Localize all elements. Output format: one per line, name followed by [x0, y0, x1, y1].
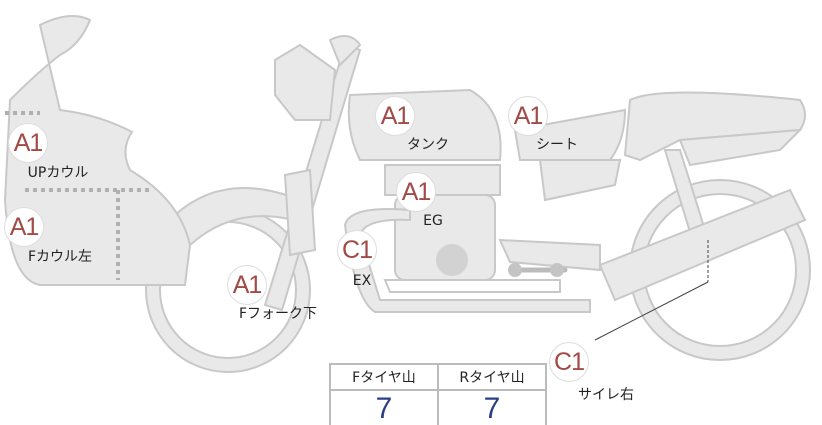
grade-badge-silencer-right: C1 — [549, 342, 589, 382]
muffler — [598, 188, 807, 302]
grade-badge-up-cowl: A1 — [8, 123, 48, 163]
part-label-exhaust: EX — [352, 273, 372, 289]
part-label-engine: EG — [423, 213, 443, 229]
part-label-f-cowl-left: Fカウル左 — [27, 249, 93, 265]
rear-tire-value: 7 — [437, 389, 547, 425]
rear-tire-header: Rタイヤ山 — [437, 363, 547, 391]
grade-badge-engine: A1 — [396, 172, 436, 212]
part-label-tank: タンク — [407, 137, 449, 153]
front-cowl — [3, 15, 192, 286]
part-label-seat: シート — [536, 137, 578, 153]
part-label-up-cowl: UPカウル — [27, 165, 89, 181]
grade-badge-f-cowl-left: A1 — [4, 207, 44, 247]
grade-badge-exhaust: C1 — [337, 230, 377, 270]
front-tire-value: 7 — [329, 389, 439, 425]
grade-badge-f-fork-lower: A1 — [227, 265, 267, 305]
tire-tread-table: Fタイヤ山 Rタイヤ山 7 7 — [329, 363, 547, 425]
front-tire-header: Fタイヤ山 — [329, 363, 439, 391]
part-label-silencer-right: サイレ右 — [578, 387, 634, 403]
part-label-f-fork-lower: Fフォーク下 — [238, 306, 318, 322]
grade-badge-seat: A1 — [508, 96, 548, 136]
grade-badge-tank: A1 — [375, 96, 415, 136]
